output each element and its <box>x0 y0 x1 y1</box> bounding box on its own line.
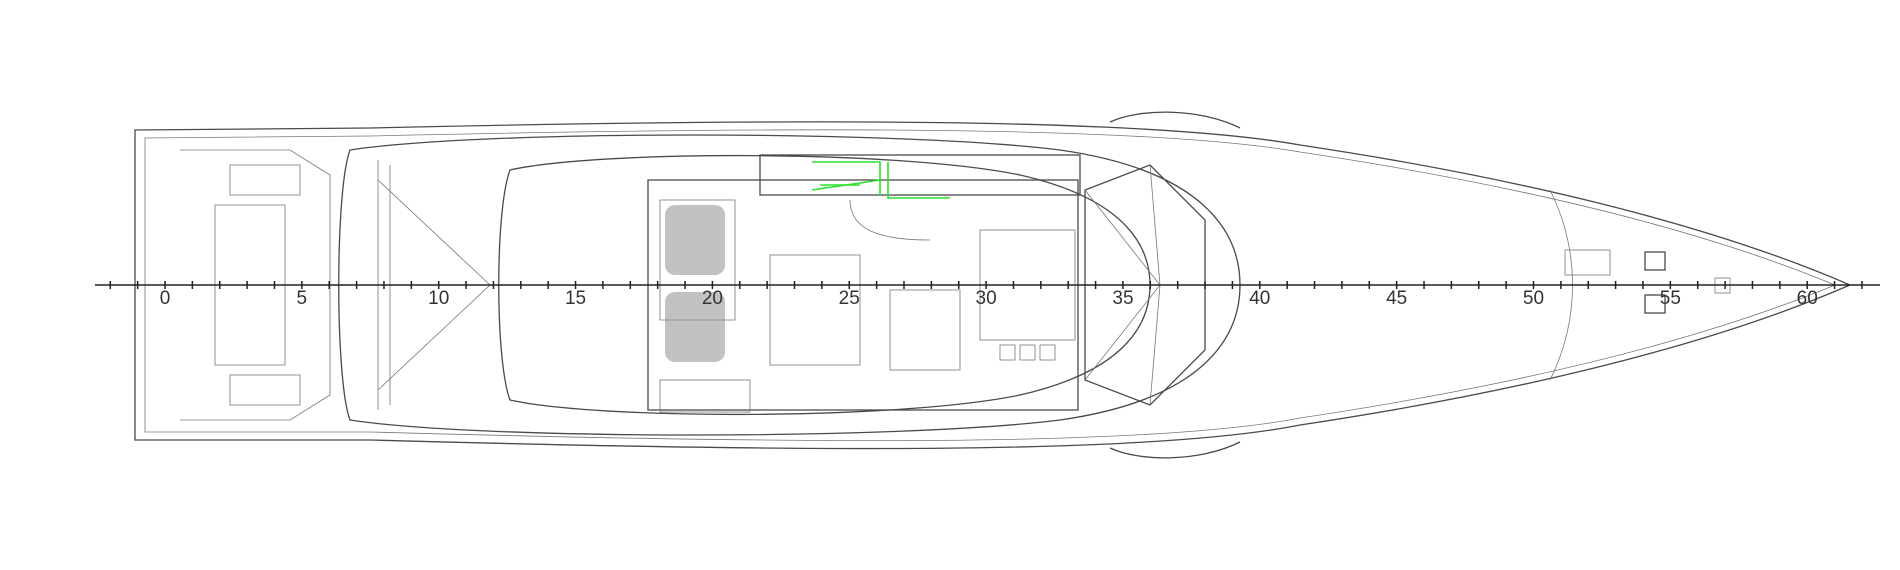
frame-number-label: 35 <box>1112 288 1133 309</box>
frame-number-label: 25 <box>839 288 860 309</box>
frame-number-label: 40 <box>1249 288 1270 309</box>
frame-number-label: 20 <box>702 288 723 309</box>
frame-number-label: 0 <box>160 288 171 309</box>
frame-number-label: 10 <box>428 288 449 309</box>
frame-number-label: 15 <box>565 288 586 309</box>
frame-number-label: 30 <box>976 288 997 309</box>
frame-number-label: 50 <box>1523 288 1544 309</box>
frame-number-label: 55 <box>1660 288 1681 309</box>
frame-number-label: 5 <box>297 288 308 309</box>
highlighted-area <box>811 161 950 199</box>
frame-labels: 0 5 10 15 20 25 30 35 40 45 50 55 60 <box>109 281 1863 309</box>
frame-number-label: 60 <box>1797 288 1818 309</box>
frame-number-label: 45 <box>1386 288 1407 309</box>
central-deck-area <box>647 154 1081 413</box>
dining-table <box>665 205 725 362</box>
